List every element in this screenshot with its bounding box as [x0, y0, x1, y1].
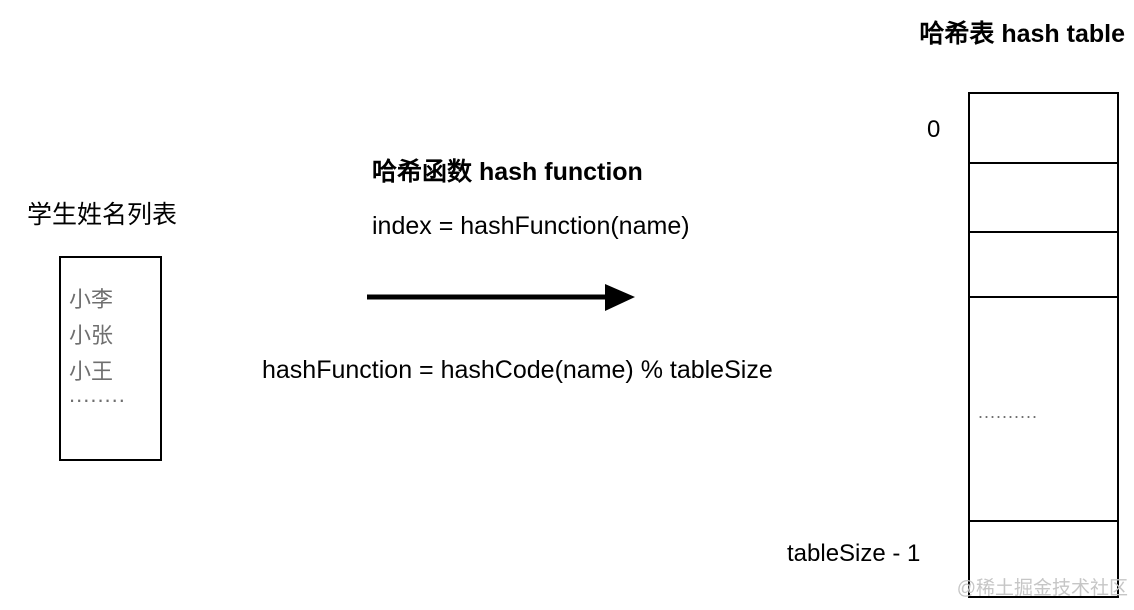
- slot-divider: [970, 231, 1117, 233]
- mapping-arrow-icon: [367, 284, 635, 311]
- hash-table-box: ..........: [968, 92, 1119, 598]
- watermark: @稀土掘金技术社区: [956, 578, 1128, 599]
- hash-table-ellipsis: ..........: [978, 402, 1039, 422]
- student-item: 小王: [69, 359, 114, 384]
- student-item: 小李: [69, 287, 114, 312]
- student-list-box: 小李 小张 小王 ........: [59, 256, 162, 461]
- slot-divider: [970, 520, 1117, 522]
- index-formula: index = hashFunction(name): [372, 212, 690, 240]
- hash-function-title: 哈希函数 hash function: [372, 158, 643, 186]
- slot-divider: [970, 296, 1117, 298]
- hash-function-definition: hashFunction = hashCode(name) % tableSiz…: [262, 356, 773, 384]
- hash-table-title: 哈希表 hash table: [919, 20, 1125, 48]
- last-index-label: tableSize - 1: [787, 540, 921, 567]
- slot-divider: [970, 162, 1117, 164]
- first-index-label: 0: [927, 116, 941, 143]
- student-item: 小张: [69, 323, 114, 348]
- student-item-ellipsis: ........: [69, 382, 126, 407]
- student-list-title: 学生姓名列表: [27, 201, 178, 229]
